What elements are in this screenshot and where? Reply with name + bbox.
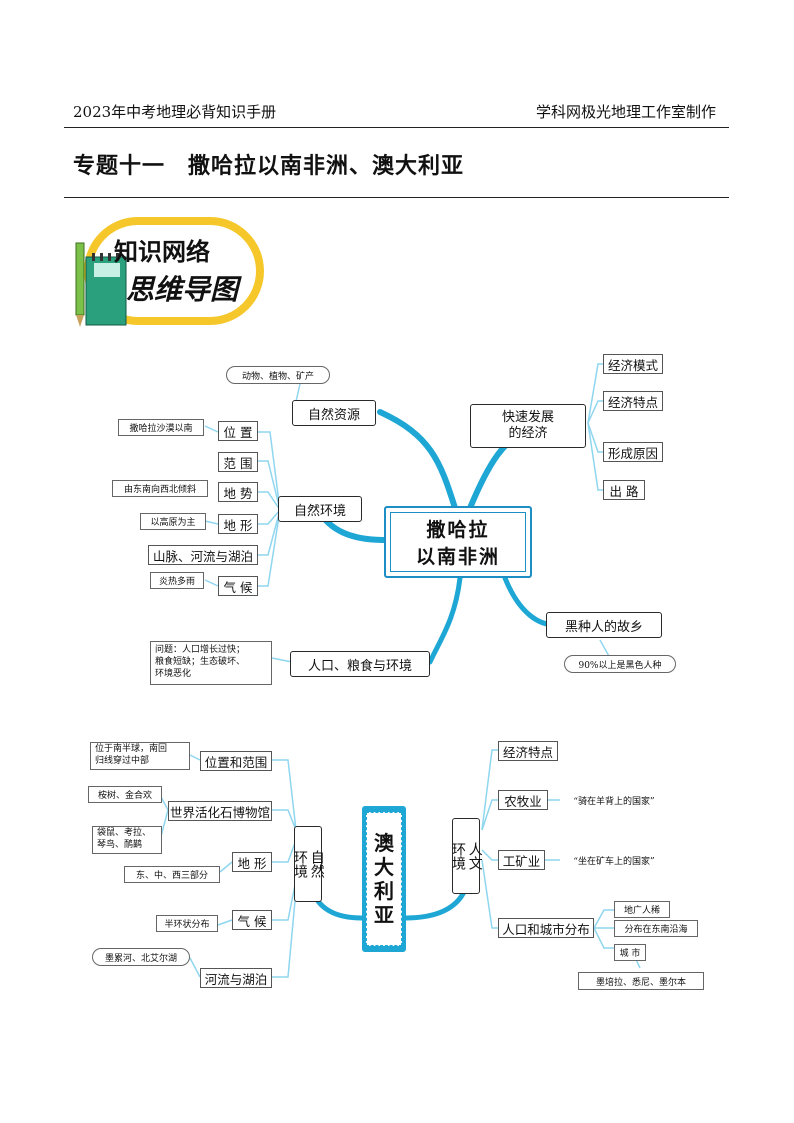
- australia-left-note-line: 琴鸟、鸸鹋: [97, 840, 143, 850]
- australia-center-char: 大: [374, 855, 394, 879]
- africa-black-home-node: 黑种人的故乡: [546, 612, 662, 638]
- australia-natural-line: 自然: [308, 850, 325, 878]
- header-left: 2023年中考地理必背知识手册: [73, 103, 277, 121]
- australia-right-note: “骑在羊背上的国家”: [560, 791, 668, 809]
- africa-population-note-line: 问题：人口增长过快；: [155, 645, 246, 656]
- africa-natural-resources-note: 动物、植物、矿产: [226, 366, 330, 384]
- africa-env-note: 由东南向西北倾斜: [112, 480, 208, 497]
- australia-cities-note: 墨培拉、悉尼、墨尔本: [578, 972, 704, 990]
- australia-left-item: 位置和范围: [200, 751, 272, 771]
- africa-env-item: 气 候: [218, 576, 258, 596]
- australia-human-line: 环境: [450, 842, 466, 870]
- australia-left-note: 桉树、金合欢: [88, 786, 162, 803]
- australia-center-char: 利: [374, 879, 394, 903]
- page-title: 专题十一 撒哈拉以南非洲、澳大利亚: [73, 154, 465, 179]
- africa-economy-item: 经济特点: [603, 391, 663, 411]
- badge-line1: 知识网络: [114, 238, 210, 266]
- australia-center-char: 澳: [374, 831, 394, 855]
- africa-env-note: 以高原为主: [140, 513, 206, 530]
- africa-economy-line2: 的经济: [508, 426, 548, 441]
- australia-left-item: 世界活化石博物馆: [168, 801, 272, 821]
- australia-pop-sub: 地广人稀: [614, 901, 670, 918]
- africa-env-note: 炎热多雨: [150, 572, 204, 589]
- africa-env-item: 范 围: [218, 452, 258, 472]
- australia-left-item: 河流与湖泊: [200, 968, 272, 988]
- africa-env-item: 山脉、河流与湖泊: [148, 545, 258, 565]
- africa-env-item: 位 置: [218, 421, 258, 441]
- africa-economy-item: 出 路: [603, 480, 645, 500]
- header-rule: [64, 127, 729, 128]
- africa-population-note-line: 环境恶化: [155, 668, 192, 679]
- africa-economy-line1: 快速发展: [501, 409, 554, 425]
- africa-center-node: 撒哈拉 以南非洲: [384, 506, 532, 578]
- australia-human-node: 人文 环境: [450, 818, 483, 894]
- australia-left-note-line: 袋鼠、考拉、: [97, 828, 152, 839]
- australia-pop-sub: 分布在东南沿海: [614, 920, 698, 937]
- africa-center-line1: 撒哈拉: [426, 519, 490, 541]
- africa-natural-env: 自然环境: [278, 496, 362, 522]
- header-right: 学科网极光地理工作室制作: [535, 103, 716, 121]
- australia-left-item: 地 形: [232, 852, 272, 872]
- australia-left-note-line: 位于南半球，南回: [95, 744, 168, 755]
- australia-left-note-line: 归线穿过中部: [95, 756, 150, 766]
- australia-right-note: “坐在矿车上的国家”: [560, 851, 668, 869]
- australia-connectors: [159, 749, 641, 978]
- australia-right-item: 农牧业: [498, 790, 548, 810]
- australia-left-note: 位于南半球，南回 归线穿过中部: [90, 742, 190, 770]
- africa-population-node: 人口、粮食与环境: [290, 651, 430, 677]
- australia-natural-node: 自然 环境: [292, 826, 325, 902]
- badge-line2: 思维导图: [126, 273, 239, 306]
- australia-left-note: 墨累河、北艾尔湖: [92, 948, 190, 966]
- australia-right-item: 工矿业: [498, 850, 545, 870]
- badge-graphic: [75, 217, 264, 327]
- africa-economy-item: 经济模式: [603, 354, 663, 374]
- africa-env-note: 撒哈拉沙漠以南: [118, 419, 204, 436]
- title-rule: [64, 197, 729, 198]
- australia-natural-line: 环境: [292, 850, 308, 878]
- australia-pop-sub: 城 市: [614, 944, 646, 961]
- africa-population-note-line: 粮食短缺；生态破坏、: [155, 657, 246, 668]
- africa-population-note: 问题：人口增长过快； 粮食短缺；生态破坏、 环境恶化: [150, 641, 272, 685]
- australia-center-char: 亚: [374, 903, 394, 927]
- australia-left-note: 袋鼠、考拉、 琴鸟、鸸鹋: [92, 826, 162, 854]
- africa-economy-node: 快速发展 的经济: [470, 404, 586, 448]
- africa-natural-resources: 自然资源: [292, 400, 376, 426]
- africa-env-item: 地 势: [218, 482, 258, 502]
- australia-left-item: 气 候: [232, 910, 272, 930]
- africa-economy-item: 形成原因: [603, 442, 663, 462]
- africa-env-item: 地 形: [218, 514, 258, 534]
- australia-left-note: 半环状分布: [156, 915, 218, 932]
- africa-black-home-note: 90%以上是黑色人种: [564, 655, 676, 673]
- australia-left-note: 东、中、西三部分: [124, 866, 220, 883]
- australia-center-node: 澳 大 利 亚: [366, 812, 402, 946]
- australia-human-line: 人文: [466, 842, 483, 870]
- australia-right-item: 经济特点: [498, 741, 558, 761]
- australia-right-item: 人口和城市分布: [498, 918, 594, 938]
- africa-center-line2: 以南非洲: [415, 546, 500, 568]
